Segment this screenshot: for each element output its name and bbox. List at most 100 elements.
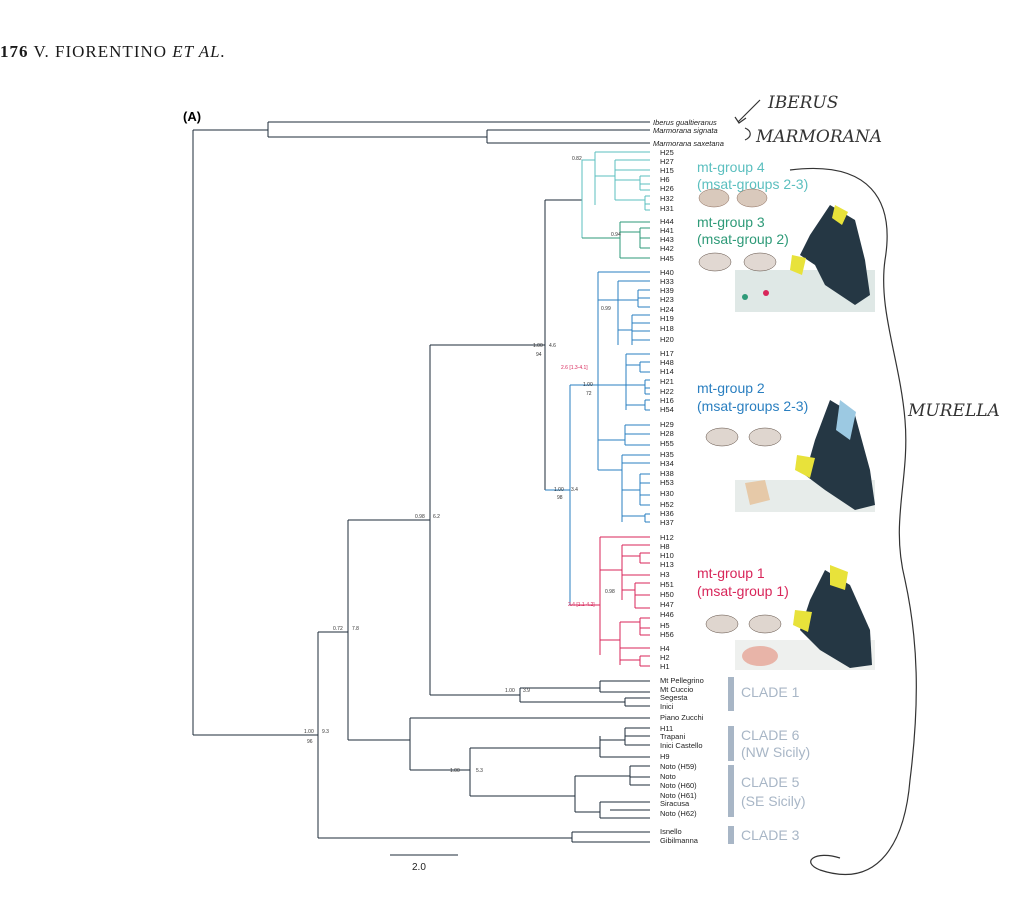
tip-label: H20 xyxy=(660,335,674,344)
scale-bar-label: 2.0 xyxy=(412,862,426,873)
mt-group1-sub: (msat-group 1) xyxy=(697,583,789,599)
support-bs: 98 xyxy=(557,495,563,501)
clade5-sub: (SE Sicily) xyxy=(741,793,806,809)
tip-label: Noto (H62) xyxy=(660,809,697,818)
tip-label: H6 xyxy=(660,175,670,184)
mt-group4-branches xyxy=(582,152,650,238)
tip-label: H13 xyxy=(660,560,674,569)
support-pp: 1.00 xyxy=(583,382,593,388)
support-pp: 0.98 xyxy=(415,514,425,520)
support-len: 7.8 xyxy=(352,626,359,632)
outgroup-label: Marmorana saxetana xyxy=(653,139,724,148)
tip-label: H30 xyxy=(660,489,674,498)
mt-group3-branches xyxy=(582,222,650,258)
mt-group2-sub: (msat-groups 2-3) xyxy=(697,398,808,414)
clade6-label: CLADE 6 xyxy=(741,727,800,743)
tip-label: Noto (H60) xyxy=(660,781,697,790)
clade1-label: CLADE 1 xyxy=(741,684,800,700)
mt2-age-range: 2.6 [1.3-4.1] xyxy=(561,365,588,371)
shell-image xyxy=(749,615,781,633)
map-point xyxy=(742,294,748,300)
hand-brace xyxy=(745,128,750,140)
tip-label: Isnello xyxy=(660,827,682,836)
support-pp: 1.00 xyxy=(304,729,314,735)
tip-label: Piano Zucchi xyxy=(660,713,704,722)
tip-label: H16 xyxy=(660,396,674,405)
clade1-bar xyxy=(728,677,734,711)
support-len: 9.3 xyxy=(322,729,329,735)
support-len: 4.6 xyxy=(549,343,556,349)
hand-note-marmorana: MARMORANA xyxy=(755,127,882,147)
tip-label: Noto xyxy=(660,772,676,781)
tip-label: H9 xyxy=(660,752,670,761)
clade3-label: CLADE 3 xyxy=(741,827,800,843)
tip-label: H50 xyxy=(660,590,674,599)
support-pp: 0.98 xyxy=(605,589,615,595)
tip-label: H27 xyxy=(660,157,674,166)
support-len: 3.9 xyxy=(523,688,530,694)
tip-label: H4 xyxy=(660,644,670,653)
shell-image xyxy=(699,189,729,207)
tip-label: H53 xyxy=(660,478,674,487)
support-pp: 0.94 xyxy=(611,232,621,238)
hand-note-iberus: IBERUS xyxy=(767,93,838,113)
tip-label: Noto (H59) xyxy=(660,762,697,771)
tip-label: H19 xyxy=(660,314,674,323)
tip-label: H14 xyxy=(660,367,674,376)
tip-label: H24 xyxy=(660,305,674,314)
tip-label: Siracusa xyxy=(660,799,690,808)
mt4-tip-labels: H25 H27 H15 H6 H26 H32 H31 xyxy=(660,148,674,213)
clade-labels: CLADE 1 CLADE 6 (NW Sicily) CLADE 5 (SE … xyxy=(728,677,810,844)
support-pp: 1.00 xyxy=(554,487,564,493)
tip-label: H41 xyxy=(660,226,674,235)
outgroup-label: Marmorana signata xyxy=(653,126,718,135)
tip-label: H25 xyxy=(660,148,674,157)
shell-image xyxy=(737,189,767,207)
scale-bar: 2.0 xyxy=(390,855,458,873)
tip-label: H39 xyxy=(660,286,674,295)
support-bs: 94 xyxy=(536,352,542,358)
tip-label: Gibilmanna xyxy=(660,836,699,845)
clade6-bar xyxy=(728,726,734,761)
tip-label: Mt Pellegrino xyxy=(660,676,704,685)
hand-arrow xyxy=(735,100,760,123)
tip-label: H18 xyxy=(660,324,674,333)
tip-label: H32 xyxy=(660,194,674,203)
map-highlight xyxy=(742,646,778,666)
tip-label: H31 xyxy=(660,204,674,213)
mt3-tip-labels: H44 H41 H43 H42 H45 xyxy=(660,217,674,263)
tip-label: H22 xyxy=(660,387,674,396)
mt-group2-branches xyxy=(545,272,650,605)
clade-tip-labels: Mt Pellegrino Mt Cuccio Segesta Inici Pi… xyxy=(660,676,704,845)
tip-label: H45 xyxy=(660,254,674,263)
tip-label: H10 xyxy=(660,551,674,560)
mt2-tip-labels: H40 H33 H39 H23 H24 H19 H18 H20 H17 H48 … xyxy=(660,268,674,527)
tip-label: H12 xyxy=(660,533,674,542)
tip-label: H5 xyxy=(660,621,670,630)
support-pp: 0.72 xyxy=(333,626,343,632)
outgroup-labels: Iberus gualtieranus Marmorana signata Ma… xyxy=(653,118,724,148)
support-len: 6.2 xyxy=(433,514,440,520)
panel-label: (A) xyxy=(183,109,201,124)
tip-label: H23 xyxy=(660,295,674,304)
clade3-bar xyxy=(728,826,734,844)
support-len: 5.3 xyxy=(476,768,483,774)
shell-image xyxy=(744,253,776,271)
support-len: 3.4 xyxy=(571,487,578,493)
support-pp: 1.00 xyxy=(450,768,460,774)
mt-group2-label: mt-group 2 xyxy=(697,380,765,396)
tip-label: H51 xyxy=(660,580,674,589)
mt-group-labels: mt-group 4 (msat-groups 2-3) mt-group 3 … xyxy=(697,159,808,599)
tree-branches xyxy=(193,122,650,842)
mt2-map-inset xyxy=(706,400,875,512)
tip-label: H35 xyxy=(660,450,674,459)
shell-image xyxy=(706,615,738,633)
tip-label: Segesta xyxy=(660,693,688,702)
tip-label: H37 xyxy=(660,518,674,527)
tip-label: H21 xyxy=(660,377,674,386)
shell-image xyxy=(749,428,781,446)
tip-label: H33 xyxy=(660,277,674,286)
tip-label: H54 xyxy=(660,405,674,414)
tip-label: H3 xyxy=(660,570,670,579)
